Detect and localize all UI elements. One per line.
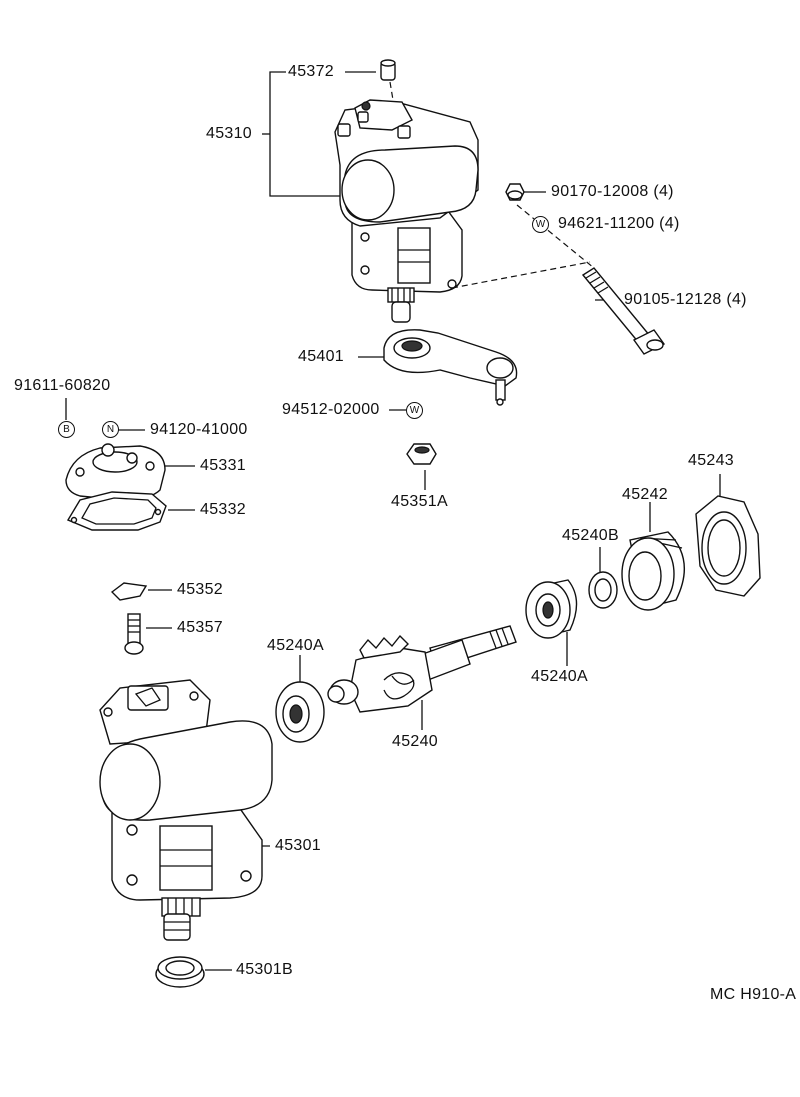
part-label-45301B: 45301B	[236, 961, 293, 978]
diagram-code: MC H910-A	[710, 986, 797, 1003]
part-label-94512-02000: 94512-02000	[282, 401, 380, 418]
part-label-45242: 45242	[622, 486, 668, 503]
gasket-45332-drawing	[66, 491, 167, 531]
part-label-45240: 45240	[392, 733, 438, 750]
bearing-45240A-right-drawing	[525, 579, 578, 639]
gear-assembly-45310-drawing	[334, 99, 479, 323]
pitman-arm-45401-drawing	[383, 329, 518, 406]
part-label-91611-60820: 91611-60820	[14, 377, 111, 394]
bearing-45240A-left-drawing	[275, 681, 325, 743]
nut-badge-n: N	[102, 421, 119, 438]
gear-housing-45301-drawing	[99, 679, 273, 941]
part-label-45351A: 45351A	[391, 493, 448, 510]
seal-45240B-drawing	[588, 571, 618, 609]
leader-lines	[65, 71, 721, 971]
cover-45331-drawing	[65, 443, 166, 501]
part-label-45240B: 45240B	[562, 527, 619, 544]
part-label-45240A-left: 45240A	[267, 637, 324, 654]
seal-45301B-drawing	[155, 956, 205, 988]
part-label-94120-41000: 94120-41000	[150, 421, 248, 438]
adjusting-plug-45242-drawing	[621, 531, 685, 611]
plate-45352-drawing	[110, 582, 148, 601]
worm-shaft-45240-drawing	[327, 625, 517, 713]
part-label-45357: 45357	[177, 619, 223, 636]
part-label-45301: 45301	[275, 837, 321, 854]
nut-90170-drawing	[505, 183, 525, 201]
part-label-45332: 45332	[200, 501, 246, 518]
washer-badge-w: W	[532, 216, 549, 233]
screw-45357-drawing	[124, 613, 144, 655]
part-label-45401: 45401	[298, 348, 344, 365]
part-label-94621-11200: 94621-11200 (4)	[558, 215, 680, 232]
part-label-45372: 45372	[288, 63, 334, 80]
bolt-badge-b: B	[58, 421, 75, 438]
part-label-45331: 45331	[200, 457, 246, 474]
part-label-45243: 45243	[688, 452, 734, 469]
nut-45351A-drawing	[406, 443, 437, 465]
washer-badge-w-arm: W	[406, 402, 423, 419]
plug-45372-drawing	[380, 59, 396, 81]
part-label-90105-12128: 90105-12128 (4)	[624, 291, 747, 308]
part-label-45240A-right: 45240A	[531, 668, 588, 685]
part-label-45310: 45310	[206, 125, 252, 142]
bolt-90105-drawing	[581, 267, 666, 355]
lock-nut-45243-drawing	[695, 495, 761, 597]
part-label-45352: 45352	[177, 581, 223, 598]
part-label-90170-12008: 90170-12008 (4)	[551, 183, 674, 200]
